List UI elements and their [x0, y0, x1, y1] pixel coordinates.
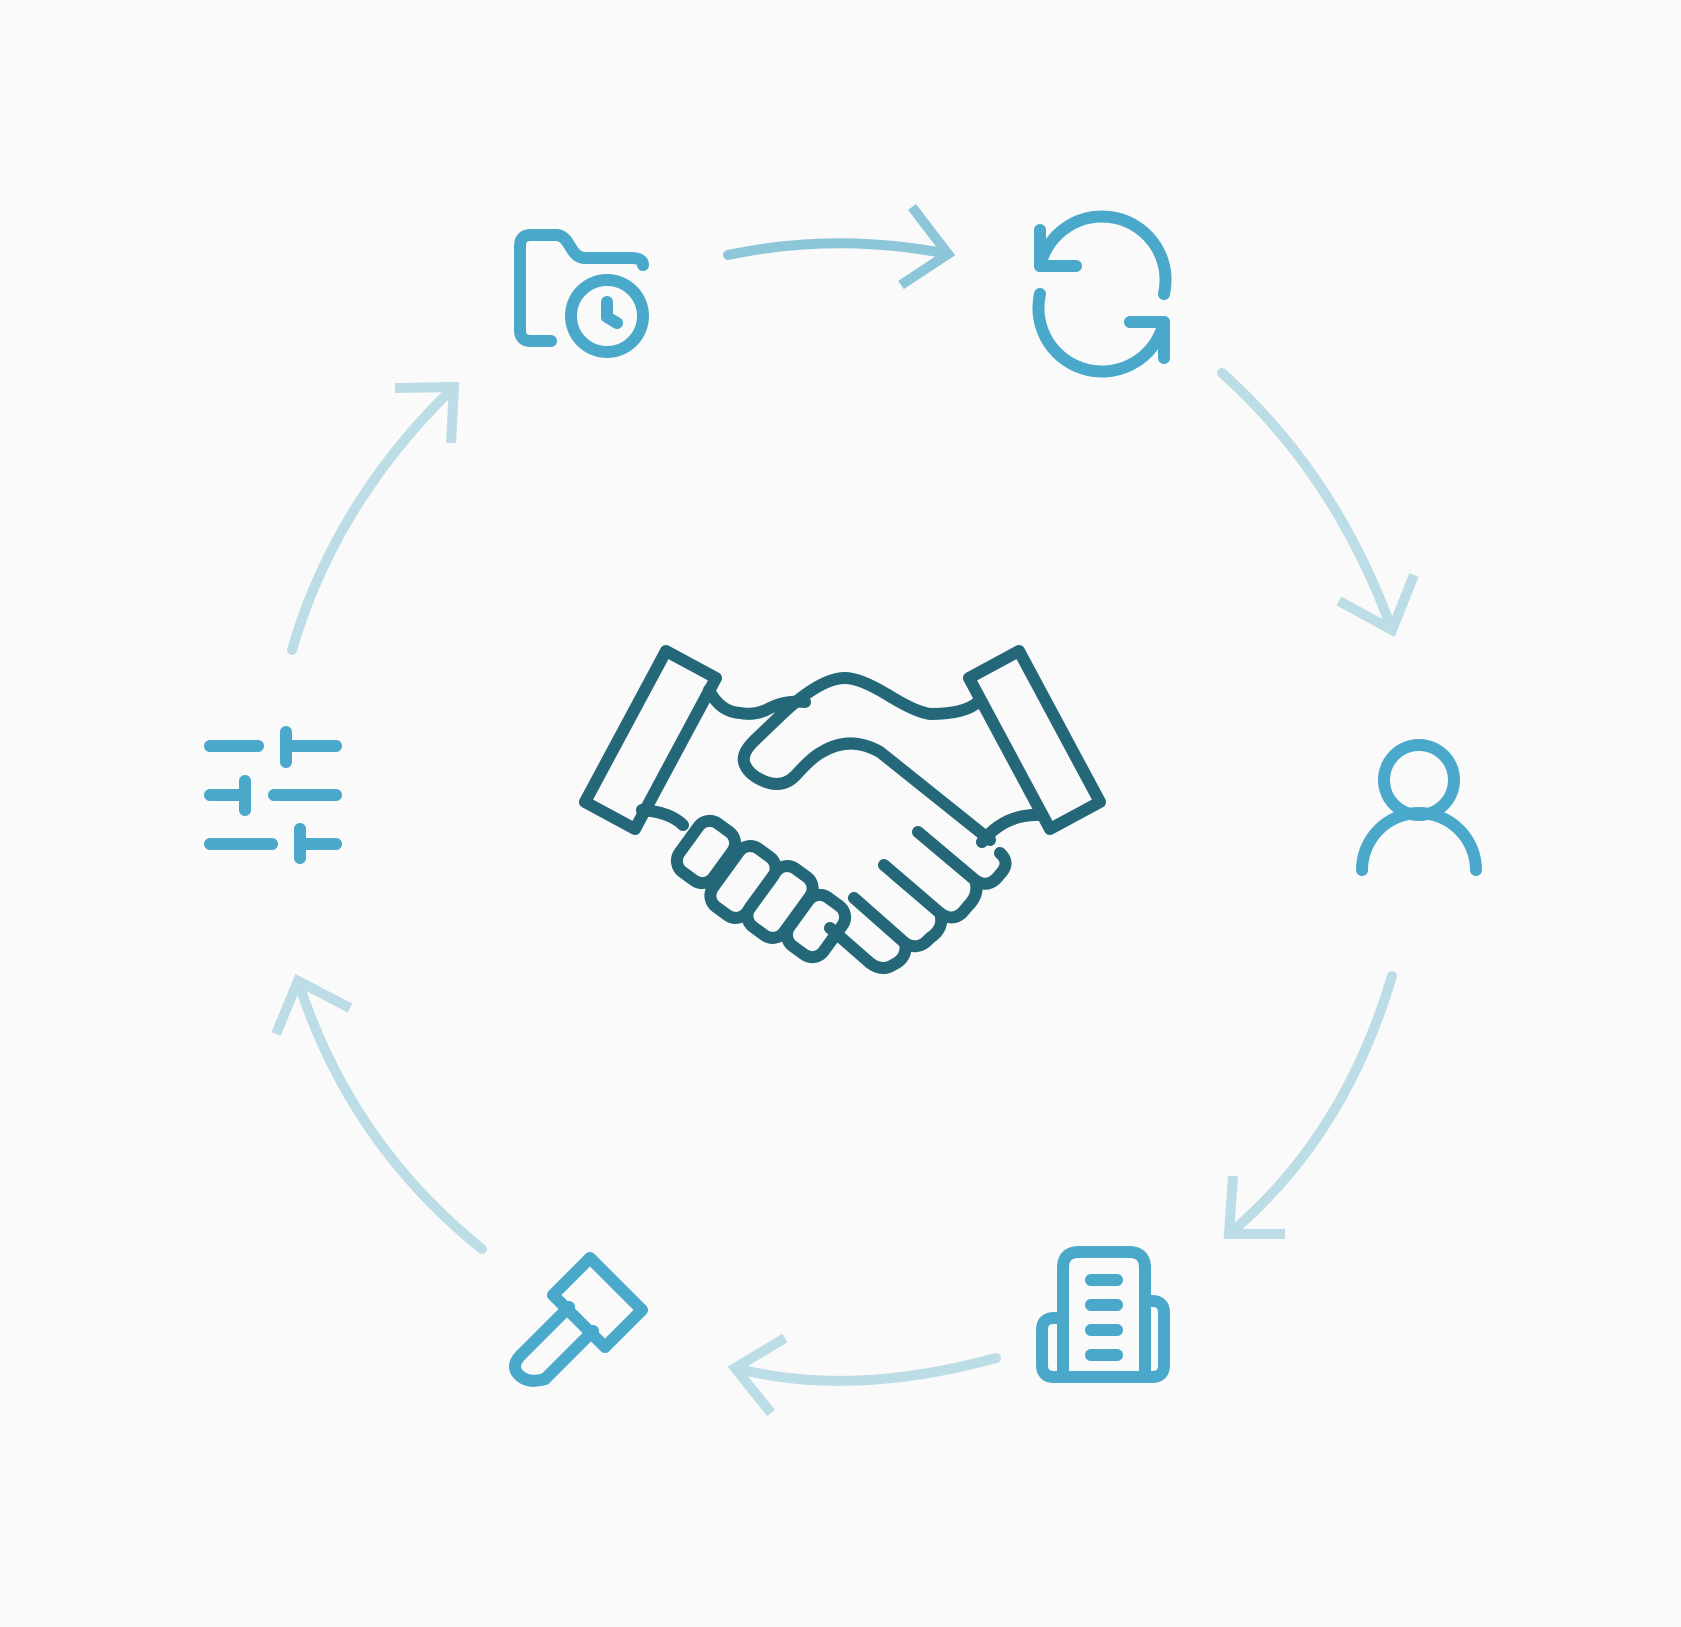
connector-arrows [271, 203, 1419, 1417]
arrow-folder-to-refresh [723, 203, 956, 290]
folder-clock-icon [514, 229, 649, 358]
arrow-building-to-gavel [727, 1333, 1001, 1417]
arrow-sliders-to-folder [287, 381, 460, 655]
refresh-icon [1032, 210, 1172, 378]
arrow-user-to-building [1223, 971, 1397, 1239]
arrow-refresh-to-user [1217, 368, 1419, 638]
handshake-icon [579, 645, 1106, 974]
gavel-icon [509, 1252, 648, 1387]
sliders-icon [204, 726, 342, 864]
arrow-gavel-to-sliders [271, 974, 487, 1254]
user-icon [1356, 739, 1482, 876]
office-building-icon [1036, 1246, 1170, 1383]
